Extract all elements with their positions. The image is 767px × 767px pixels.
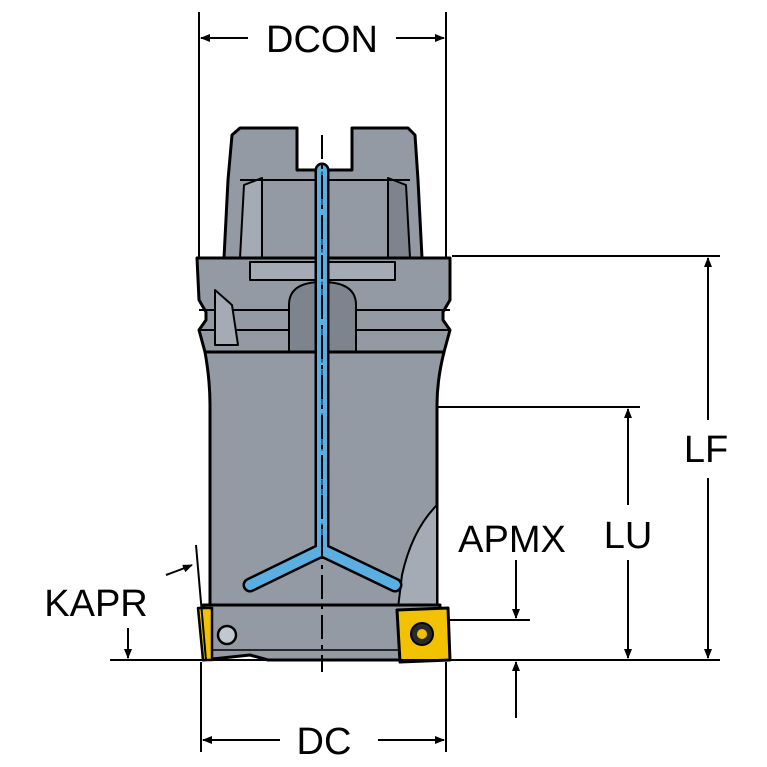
right-insert [395,606,452,664]
coupling-face-right [387,177,411,259]
lu-label: LU [604,515,653,557]
apmx-label: APMX [458,519,566,561]
dcon-label: DCON [266,19,378,61]
dc-label: DC [297,721,352,763]
kapr-arc [165,564,193,576]
lf-label: LF [684,429,728,471]
coupling-face-left [239,177,263,259]
chip-pocket [397,504,438,609]
dimensions [110,12,720,752]
screw-hole [216,624,238,646]
flange-keyway [214,289,239,346]
kapr-label: KAPR [44,583,147,625]
